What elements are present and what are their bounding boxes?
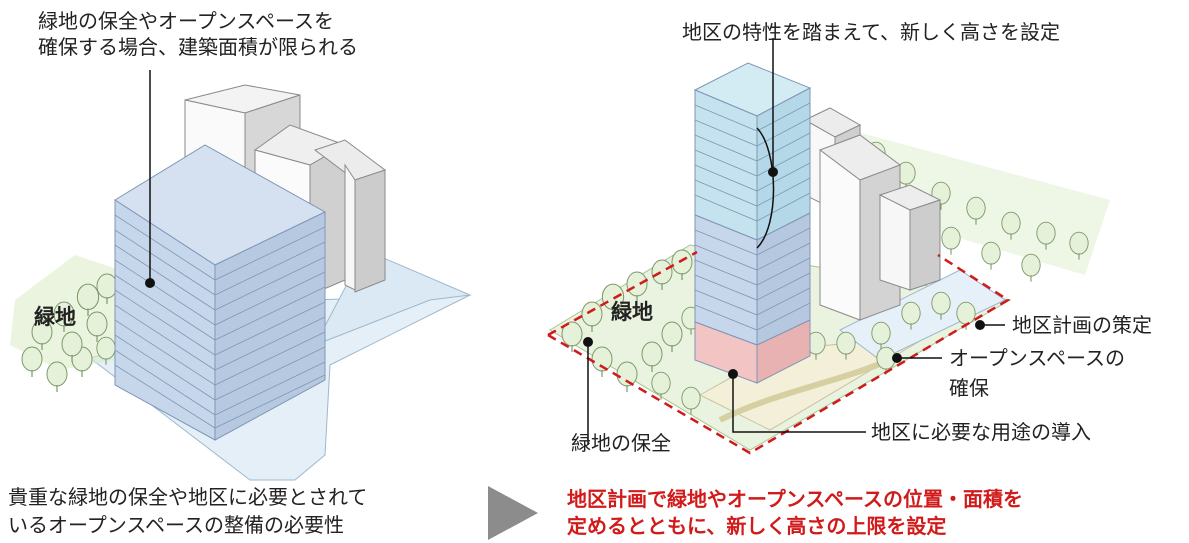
- green-conservation-callout: 緑地の保全: [571, 431, 671, 455]
- left-leader-dot: [145, 278, 155, 288]
- left-bottom-caption-line-1: 貴重な緑地の保全や地区に必要とされて: [8, 485, 368, 509]
- right-bottom-caption-line-1: 地区計画で緑地やオープンスペースの位置・面積を: [567, 487, 1023, 511]
- open-space-callout: オープンスペースの 確保: [949, 343, 1125, 403]
- required-use-callout: 地区に必要な用途の導入: [871, 420, 1091, 444]
- open-space-callout-line-2: 確保: [949, 376, 989, 400]
- right-top-caption: 地区の特性を踏まえて、新しく高さを設定: [682, 20, 1060, 44]
- district-plan-dot: [975, 320, 985, 330]
- left-floor-lines: [114, 214, 326, 429]
- left-main-building: [114, 144, 327, 441]
- left-top-caption-line-1: 緑地の保全やオープンスペースを: [38, 9, 334, 33]
- right-bottom-caption: 地区計画で緑地やオープンスペースの位置・面積を 定めるとともに、新しく高さの上限…: [567, 486, 1023, 540]
- left-green-label: 緑地: [34, 305, 76, 329]
- height-leader-dot: [768, 167, 778, 177]
- transition-arrow: [488, 486, 538, 540]
- green-conservation-dot: [583, 337, 593, 347]
- open-space-dot: [892, 353, 902, 363]
- district-plan-callout: 地区計画の策定: [1012, 313, 1152, 337]
- right-bottom-caption-line-2: 定めるとともに、新しく高さの上限を設定: [567, 514, 947, 538]
- district-plan-boundary: [547, 250, 1011, 455]
- left-top-caption-line-2: 確保する場合、建築面積が限られる: [38, 35, 358, 59]
- open-space-callout-line-1: オープンスペースの: [949, 346, 1125, 370]
- left-illustration: [10, 70, 472, 481]
- right-illustration: [547, 38, 1110, 455]
- left-bottom-caption-line-2: いるオープンスペースの整備の必要性: [8, 512, 344, 537]
- left-bottom-caption: 貴重な緑地の保全や地区に必要とされて いるオープンスペースの整備の必要性: [8, 484, 367, 539]
- callout-leaders: [587, 324, 1005, 445]
- height-bracket: [756, 127, 775, 249]
- right-floor-lines: [694, 102, 811, 331]
- left-top-caption: 緑地の保全やオープンスペースを 確保する場合、建築面積が限られる: [38, 8, 358, 60]
- left-green-trees: [10, 255, 120, 392]
- right-tower: [693, 62, 812, 384]
- required-use-dot: [728, 369, 738, 379]
- right-green-label: 緑地: [611, 300, 653, 324]
